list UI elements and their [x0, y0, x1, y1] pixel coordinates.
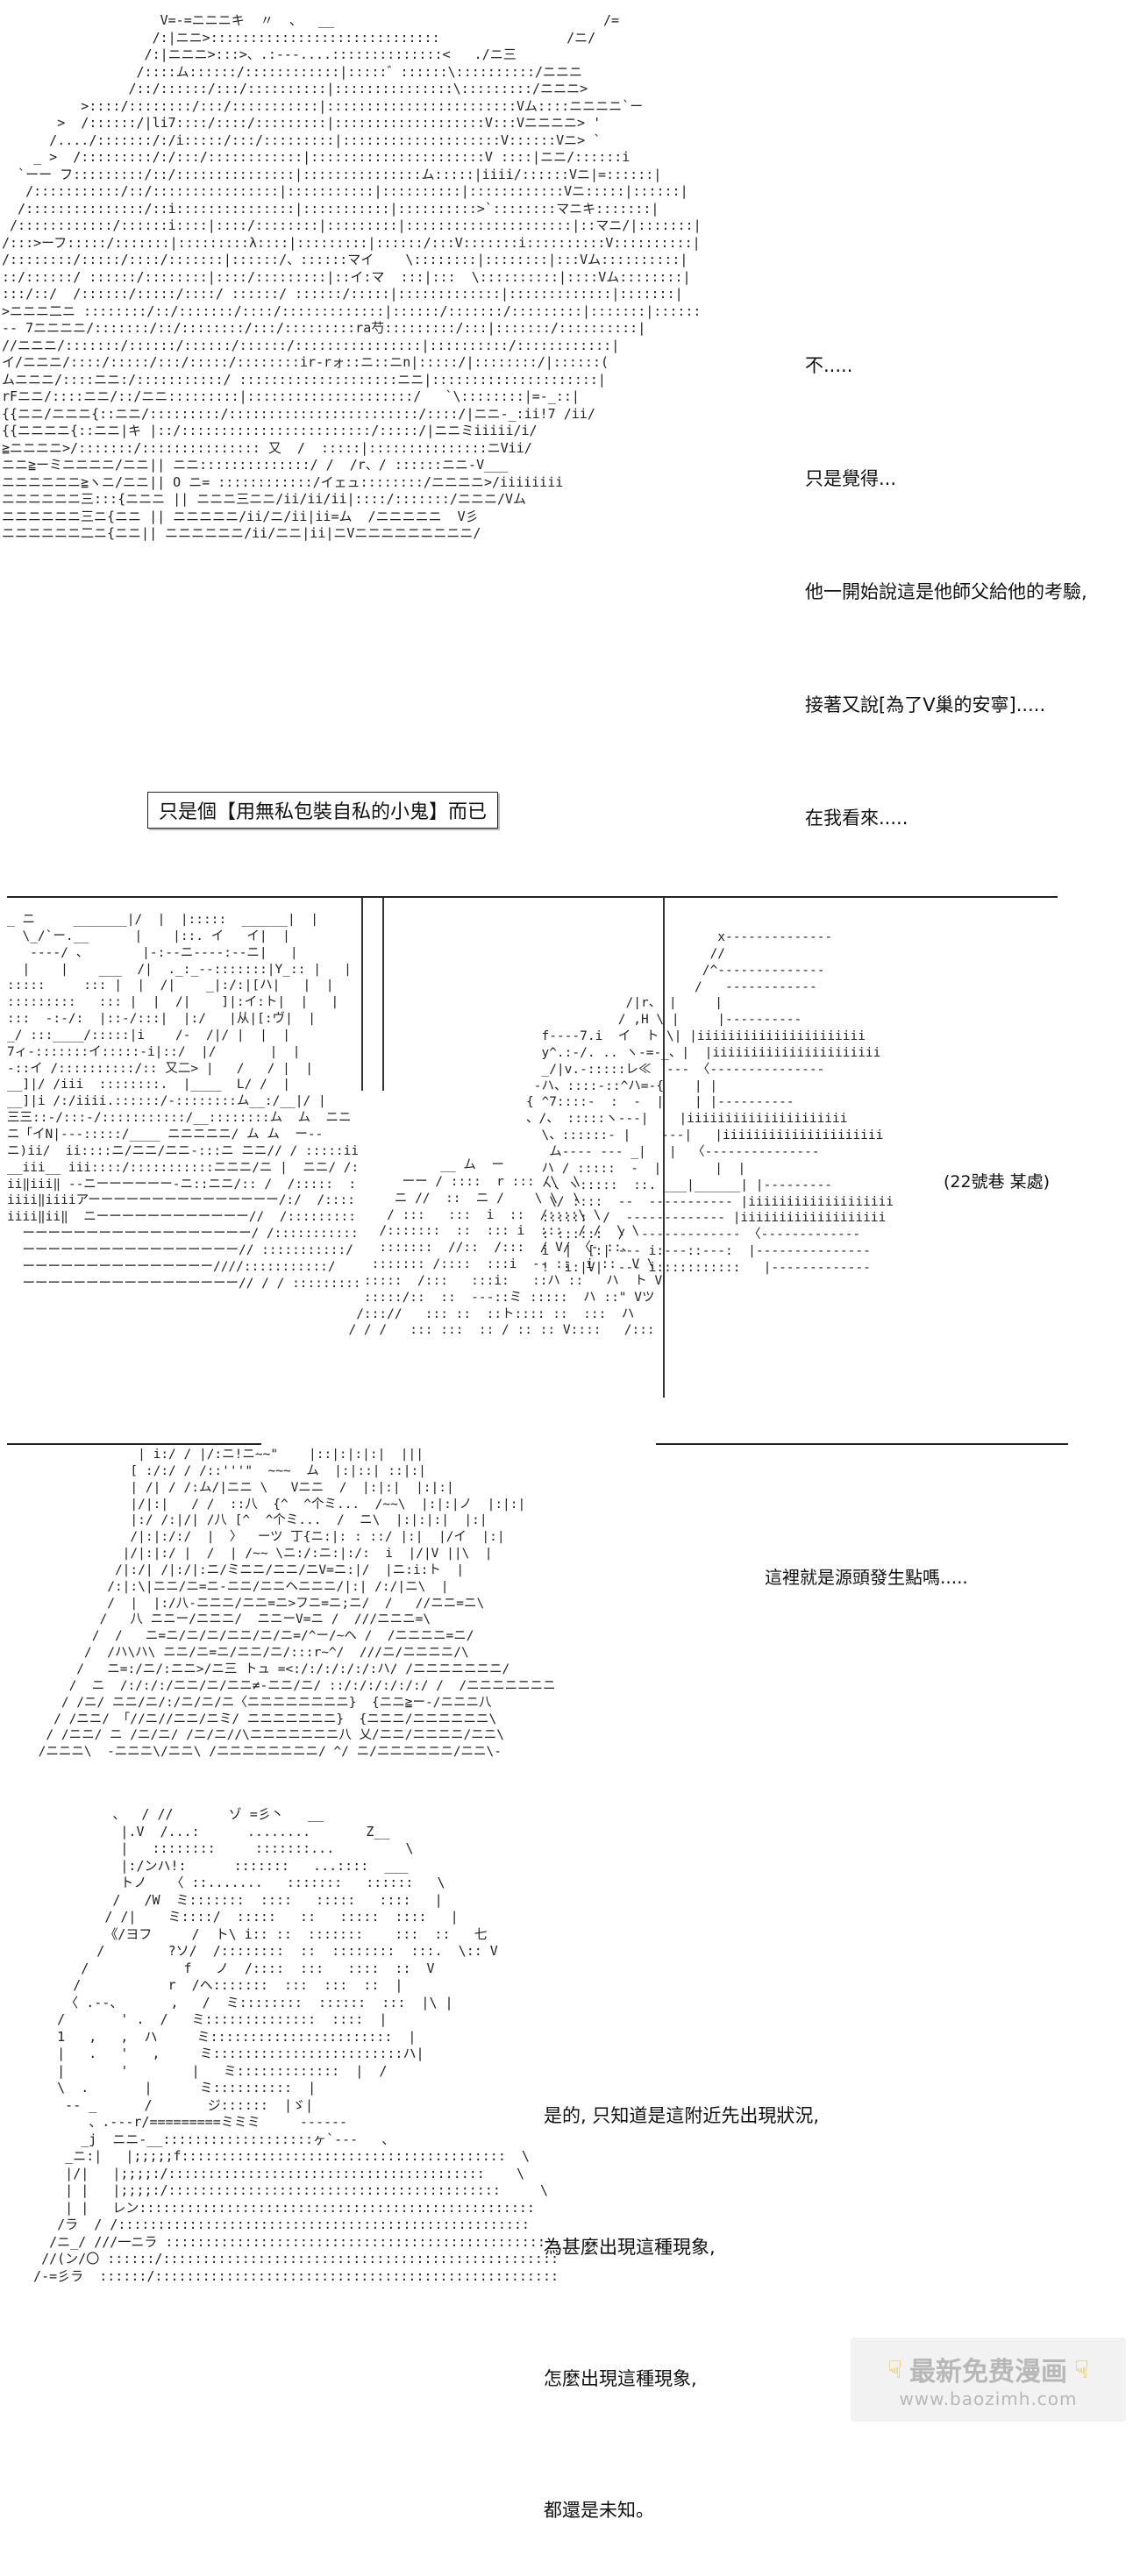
- caption-line: 為甚麼出現這種現象,: [544, 2237, 716, 2258]
- pointing-hand-icon: ☟: [887, 2354, 902, 2384]
- panel2-pillar-right: [382, 898, 384, 1091]
- panel3-ascii-art: 、 / // ゾ =彡丶 __ |.V /...: ........ Z__ |…: [33, 1806, 561, 2284]
- caption-line: 接著又說[為了V巢的安寧].....: [805, 694, 1046, 715]
- panel1-ascii-art: V=-=ニニニキ 〃 、 __ /= /:|ニニ>:::::::::::::::…: [2, 12, 703, 541]
- panel2-ascii-art-right: x‐‐‐‐‐‐‐‐‐‐‐‐‐‐ // /^‐‐‐‐‐‐‐‐‐‐‐‐‐‐ / ‐‐…: [526, 930, 894, 1275]
- caption-line: 怎麼出現這種現象,: [544, 2368, 697, 2389]
- watermark-url: www.baozimh.com: [899, 2388, 1078, 2409]
- panel2-ascii-art-center: __ ム ー ーー / :::: r ::: /\ \ ニ // :: ニ / …: [348, 1158, 663, 1338]
- watermark-title-row: ☟ 最新免费漫画 ☟: [887, 2350, 1089, 2388]
- caption-line: 他一開始說這是他師父給他的考驗,: [805, 581, 1087, 602]
- caption-line: 是的, 只知道是這附近先出現狀況,: [544, 2105, 820, 2126]
- panel2-mid-border-left: [7, 1443, 261, 1445]
- panel3-caption: 是的, 只知道是這附近先出現狀況, 為甚麼出現這種現象, 怎麼出現這種現象, 都…: [544, 2006, 819, 2576]
- panel2-pillar-center: [663, 898, 665, 1398]
- panel2-top-border: [7, 896, 1058, 898]
- panel1-caption: 不..... 只是覺得... 他一開始說這是他師父給他的考驗, 接著又說[為了V…: [805, 272, 1087, 875]
- boxed-statement: 只是個【用無私包裝自私的小鬼】而已: [147, 792, 499, 829]
- panel2-mid-border-right: [656, 1443, 1068, 1445]
- panel2-pillar-left: [361, 898, 363, 1091]
- caption-line: 在我看來.....: [805, 808, 908, 829]
- panel2-ascii-art-bottom: | i:/ / |/:ニ!ニ~~" |::|:|:|:| ||| [ :/:/ …: [38, 1448, 556, 1760]
- caption-line: 不.....: [805, 355, 853, 376]
- panel2-caption: 這裡就是源頭發生點嗎.....: [765, 1567, 968, 1588]
- panel2-ascii-art-left: _ ニ _______|/ | |::::: ______| | \_/`ー._…: [7, 913, 358, 1291]
- pointing-hand-icon: ☟: [1074, 2354, 1090, 2384]
- caption-line: 只是覺得...: [805, 468, 897, 489]
- watermark: ☟ 最新免费漫画 ☟ www.baozimh.com: [851, 2338, 1126, 2422]
- caption-line: 都還是未知。: [544, 2500, 654, 2521]
- location-label: (22號巷 某處): [944, 1172, 1051, 1192]
- watermark-title: 最新免费漫画: [909, 2357, 1067, 2387]
